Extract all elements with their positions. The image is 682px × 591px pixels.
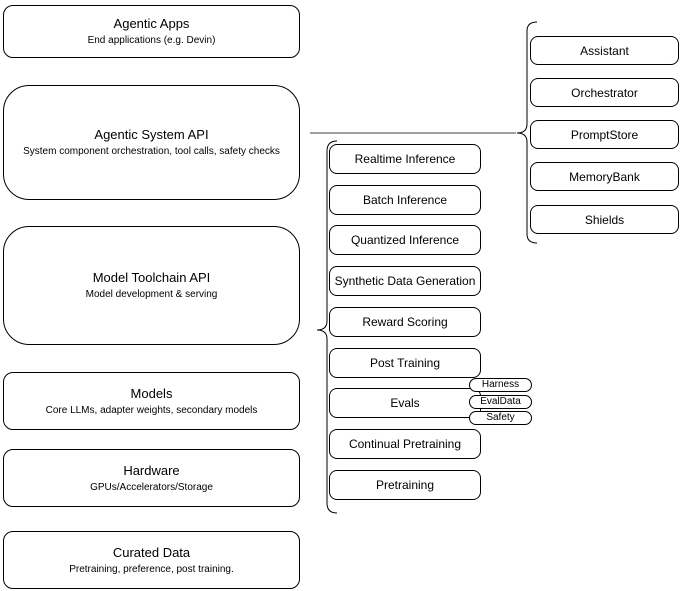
eval-tag-label: Safety	[486, 412, 515, 423]
component-box-shields: Shields	[530, 205, 679, 234]
layer-subtitle: Model development & serving	[85, 289, 218, 300]
layer-box-agentic-apps: Agentic Apps End applications (e.g. Devi…	[3, 5, 300, 58]
layer-box-models: Models Core LLMs, adapter weights, secon…	[3, 372, 300, 430]
component-label: Orchestrator	[571, 85, 638, 100]
component-label: MemoryBank	[569, 169, 640, 184]
layer-subtitle: System component orchestration, tool cal…	[23, 146, 280, 157]
layer-box-model-toolchain-api: Model Toolchain API Model development & …	[3, 226, 300, 345]
eval-tag-safety: Safety	[469, 411, 532, 425]
layer-title: Models	[130, 385, 173, 401]
component-label: Assistant	[580, 43, 629, 58]
capability-label: Continual Pretraining	[348, 437, 462, 451]
capability-label: Batch Inference	[362, 193, 448, 207]
component-box-assistant: Assistant	[530, 36, 679, 65]
layer-title: Agentic Apps	[113, 16, 190, 31]
component-box-orchestrator: Orchestrator	[530, 78, 679, 107]
capability-box-continual-pretraining: Continual Pretraining	[329, 429, 481, 459]
layer-box-agentic-system-api: Agentic System API System component orch…	[3, 85, 300, 200]
layer-subtitle: Pretraining, preference, post training.	[69, 563, 234, 575]
capability-box-synthetic-data-generation: Synthetic Data Generation	[329, 266, 481, 296]
capability-box-realtime-inference: Realtime Inference	[329, 144, 481, 174]
capability-label: Evals	[390, 396, 420, 410]
component-box-memorybank: MemoryBank	[530, 162, 679, 191]
capability-label: Realtime Inference	[354, 152, 456, 166]
layer-subtitle: Core LLMs, adapter weights, secondary mo…	[45, 404, 258, 416]
component-label: PromptStore	[570, 127, 639, 142]
capability-box-evals: Evals	[329, 388, 481, 418]
eval-tag-harness: Harness	[469, 378, 532, 392]
capability-label: Quantized Inference	[350, 233, 460, 247]
component-label: Shields	[584, 212, 625, 227]
capability-label: Post Training	[369, 356, 441, 370]
capability-label: Reward Scoring	[362, 315, 448, 329]
capability-box-post-training: Post Training	[329, 348, 481, 378]
layer-box-curated-data: Curated Data Pretraining, preference, po…	[3, 531, 300, 589]
capability-box-reward-scoring: Reward Scoring	[329, 307, 481, 337]
layer-title: Hardware	[123, 462, 180, 478]
capability-label: Pretraining	[375, 478, 435, 492]
component-box-promptstore: PromptStore	[530, 120, 679, 149]
capability-box-batch-inference: Batch Inference	[329, 185, 481, 215]
layer-title: Model Toolchain API	[92, 270, 211, 285]
eval-tag-evaldata: EvalData	[469, 395, 532, 409]
layer-title: Agentic System API	[94, 127, 209, 142]
capability-box-pretraining: Pretraining	[329, 470, 481, 500]
eval-tag-label: Harness	[481, 379, 520, 390]
layer-title: Curated Data	[112, 544, 191, 560]
eval-tag-label: EvalData	[480, 396, 521, 407]
layer-subtitle: End applications (e.g. Devin)	[87, 35, 216, 46]
capability-label: Synthetic Data Generation	[334, 274, 476, 288]
layer-box-hardware: Hardware GPUs/Accelerators/Storage	[3, 449, 300, 507]
capability-box-quantized-inference: Quantized Inference	[329, 225, 481, 255]
layer-subtitle: GPUs/Accelerators/Storage	[90, 481, 213, 493]
